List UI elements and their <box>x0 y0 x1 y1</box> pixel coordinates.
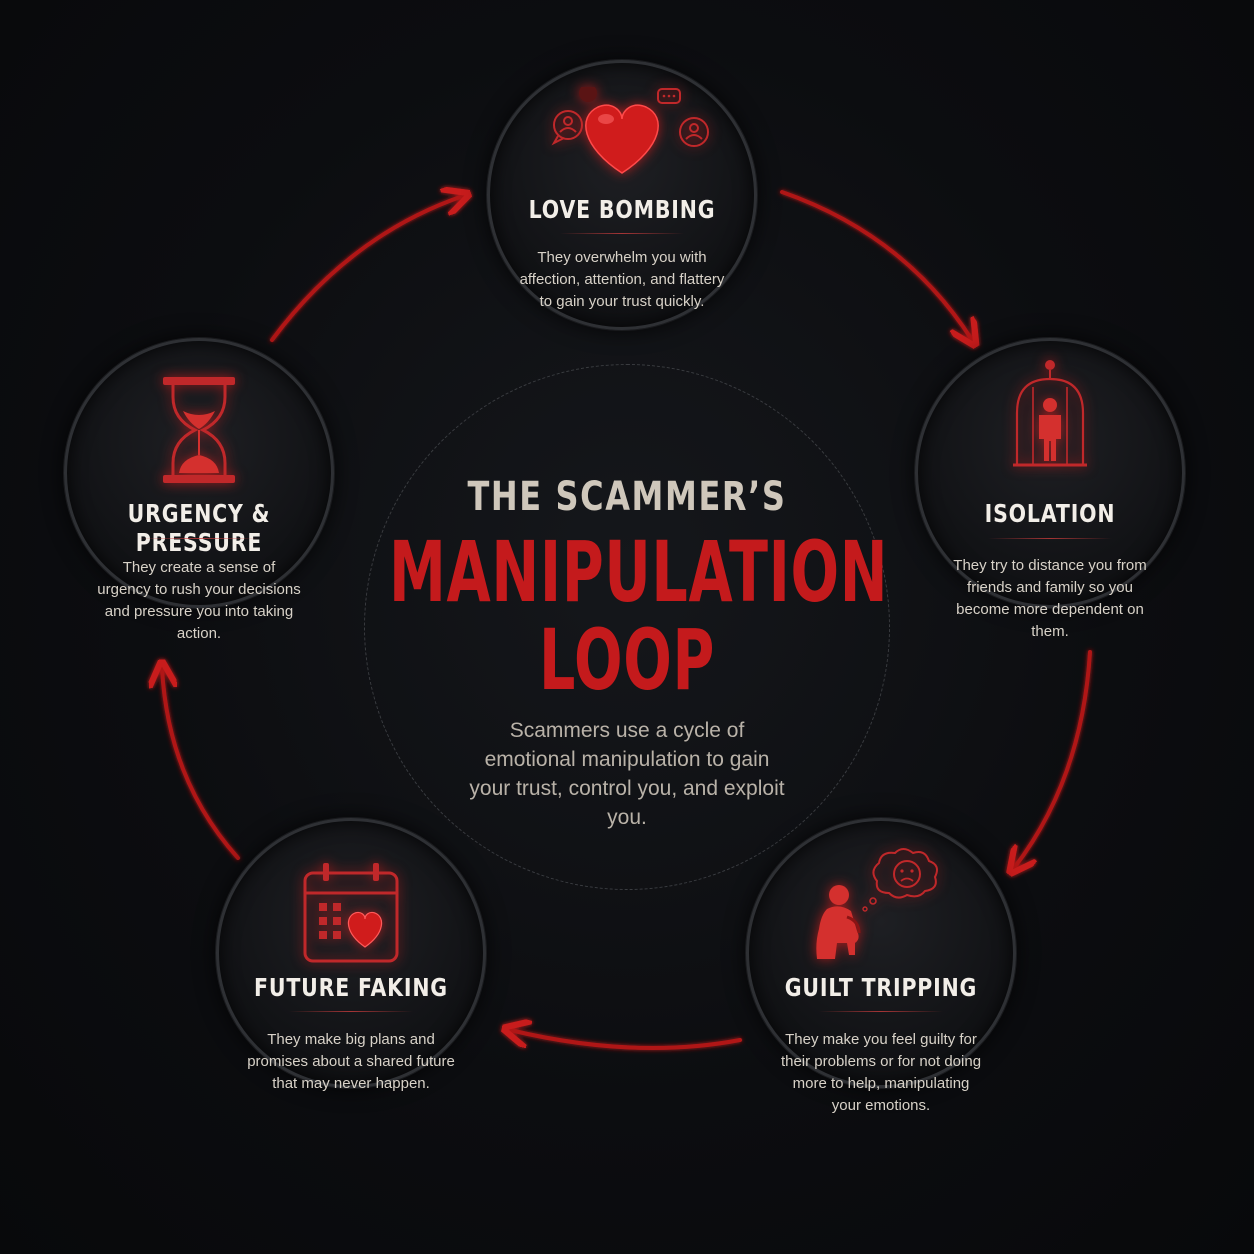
arrow-guilt-to-future <box>510 1030 742 1050</box>
stage-description: They overwhelm you with affection, atten… <box>519 249 725 310</box>
divider <box>819 1011 943 1012</box>
main-title-line1: MANIPULATION <box>389 523 889 621</box>
heart-chat-icon <box>522 84 722 182</box>
stage-future-faking: FUTURE FAKING They make big plans and pr… <box>216 818 486 1092</box>
intro-description: Scammers use a cycle of emotional manipu… <box>469 719 785 829</box>
divider <box>560 233 684 234</box>
stage-love-bombing: LOVE BOMBING They overwhelm you with aff… <box>487 60 757 330</box>
main-title: MANIPULATION LOOP <box>389 523 889 709</box>
stage-title: GUILT TRIPPING <box>784 973 978 1002</box>
stage-guilt-tripping: GUILT TRIPPING They make you feel guilty… <box>746 818 1016 1114</box>
arrow-future-to-urgency <box>162 668 240 860</box>
stage-description: They try to distance you from friends an… <box>953 557 1147 640</box>
stage-title: ISOLATION <box>984 499 1116 528</box>
divider <box>289 1011 413 1012</box>
divider <box>988 538 1112 539</box>
center-ring <box>364 364 890 890</box>
sad-thought-person-icon <box>809 847 949 972</box>
arrow-urgency-to-love <box>270 196 463 342</box>
main-title-line2: LOOP <box>538 611 716 709</box>
stage-description: They make you feel guilty for their prob… <box>780 1031 982 1114</box>
calendar-heart-icon <box>301 861 401 970</box>
stage-title: URGENCY & PRESSURE <box>127 499 271 557</box>
caged-person-icon <box>1005 357 1095 472</box>
stage-description: They create a sense of urgency to rush y… <box>97 559 301 642</box>
stage-title: FUTURE FAKING <box>254 973 448 1002</box>
stage-description: They make big plans and promises about a… <box>247 1031 455 1092</box>
hourglass-icon <box>159 375 239 490</box>
arrow-love-to-isolation <box>780 190 972 340</box>
stage-title: LOVE BOMBING <box>528 195 716 224</box>
stage-urgency-pressure: URGENCY & PRESSURE They create a sense o… <box>64 338 334 642</box>
stage-isolation: ISOLATION They try to distance you from … <box>915 338 1185 640</box>
title-small: THE SCAMMER’S <box>467 474 787 520</box>
divider <box>137 538 261 539</box>
arrow-isolation-to-guilt <box>1014 650 1092 868</box>
